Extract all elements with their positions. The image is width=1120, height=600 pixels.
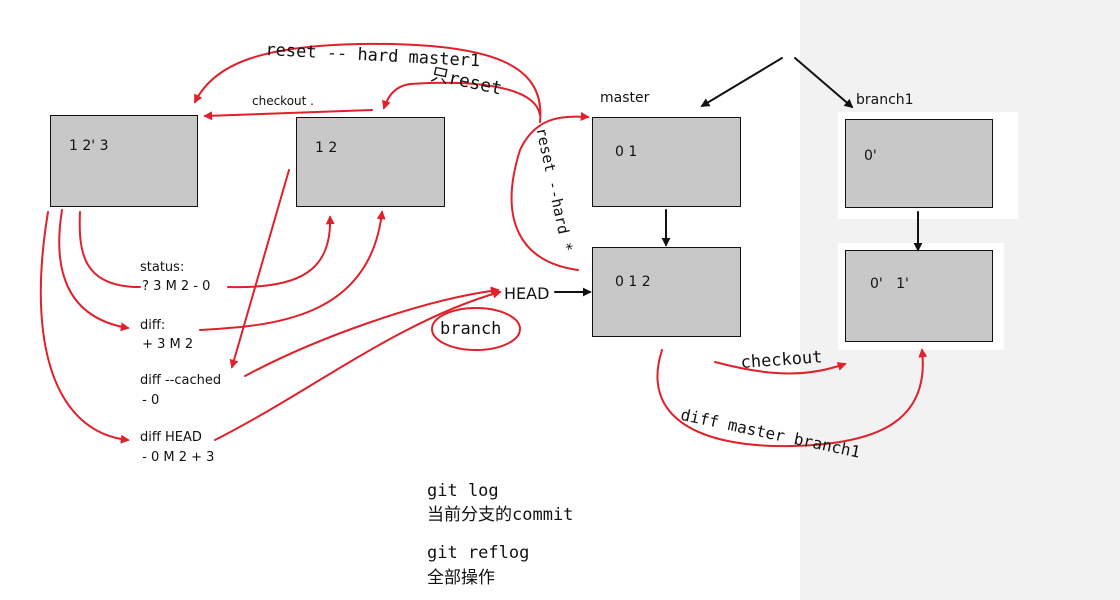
git-log-description: 当前分支的commit [427,505,574,525]
cached-curve-to-head [244,286,500,377]
master-label: master [600,90,650,106]
checkout-dot-arrow [203,109,373,121]
reset-hard-master1-arrow [194,42,542,123]
to-master-arrow [700,57,783,107]
diff-curve [58,209,130,332]
branch-label: branch [440,319,502,339]
to-branch1-arrow [794,57,854,109]
diff-command: diff: [140,318,166,333]
head-commit-box: 0 1 2 [592,247,741,337]
diff-head-value: - 0 M 2 + 3 [138,450,215,465]
working-directory-box: 1 2' 3 [50,115,198,207]
head-label: HEAD [504,284,550,303]
checkout-dot-label: checkout . [252,94,314,108]
master-commit-box: 0 1 [592,117,741,207]
status-value: ? 3 M 2 - 0 [138,279,211,294]
diff-head-command: diff HEAD [140,430,202,445]
head-commit-label: 0 1 2 [615,274,651,290]
working-directory-label: 1 2' 3 [69,138,109,154]
git-reflog-description: 全部操作 [427,568,495,588]
diff-value: + 3 M 2 [138,337,194,352]
branch1-label: branch1 [856,92,914,108]
diff-curve-return [199,210,386,331]
cached-curve-from-index [229,169,290,369]
status-curve-return [227,215,335,289]
git-log-note: git log [427,481,499,501]
branch1-head-box: 0' 1' [845,250,993,342]
diff-head-curve-to-head [214,289,502,441]
diff-cached-value: - 0 [138,393,160,408]
reset-hard-star-arrow [510,111,590,271]
git-reflog-note: git reflog [427,543,530,563]
branch1-commit-box: 0' [845,119,993,208]
reset-only-arrow [382,81,541,116]
index-box: 1 2 [296,117,445,207]
index-label: 1 2 [315,140,338,156]
diff-cached-command: diff --cached [140,373,222,388]
status-command: status: [140,260,185,275]
checkout-arrow [714,361,847,375]
status-curve [78,211,141,288]
master-commit-label: 0 1 [615,144,638,160]
diff-head-curve [39,211,130,444]
branch1-commit-label: 0' [864,148,877,164]
diff-master-branch1-arrow [656,348,928,448]
branch-circle [431,307,521,351]
branch1-head-label: 0' 1' [870,276,909,292]
